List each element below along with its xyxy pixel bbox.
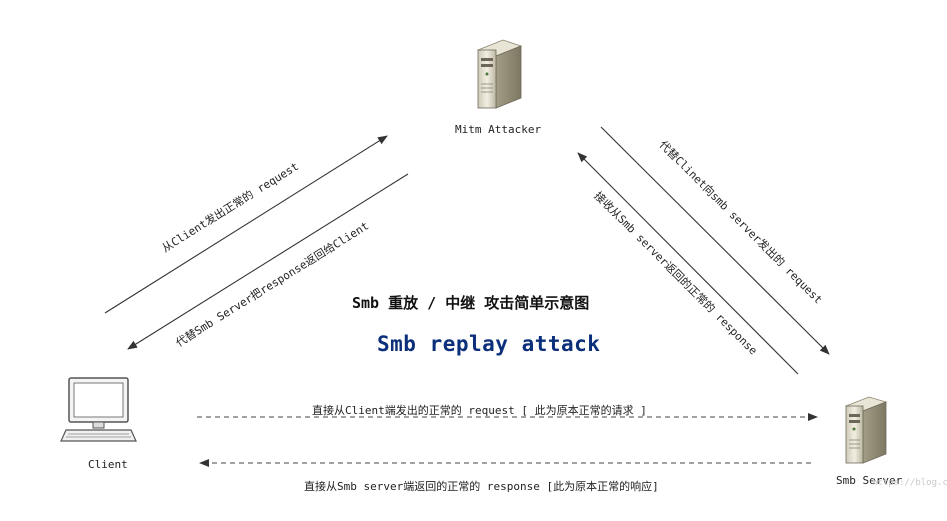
arrow-server-to-attacker: [577, 152, 799, 375]
label-client-to-server: 直接从Client端发出的正常的 request [ 此为原本正常的请求 ]: [312, 404, 647, 417]
arrow-attacker-to-server: [600, 126, 830, 355]
client-label: Client: [88, 458, 128, 471]
attacker-server-icon: [476, 39, 523, 109]
arrow-client-to-attacker: [104, 135, 388, 314]
label-server-to-client: 直接从Smb server端返回的正常的 response [此为原本正常的响应…: [304, 480, 659, 493]
attacker-label: Mitm Attacker: [455, 123, 542, 136]
diagram-title-cn: Smb 重放 / 中继 攻击简单示意图: [352, 294, 590, 312]
smb-server-icon: [844, 396, 888, 464]
diagram-title-en: Smb replay attack: [377, 332, 601, 356]
client-computer-icon: [60, 377, 137, 442]
arrow-attacker-to-client: [127, 173, 409, 350]
server-label: Smb Server: [836, 474, 903, 487]
watermark: https://blog.csdn.net/lhwsst1: [872, 478, 947, 488]
